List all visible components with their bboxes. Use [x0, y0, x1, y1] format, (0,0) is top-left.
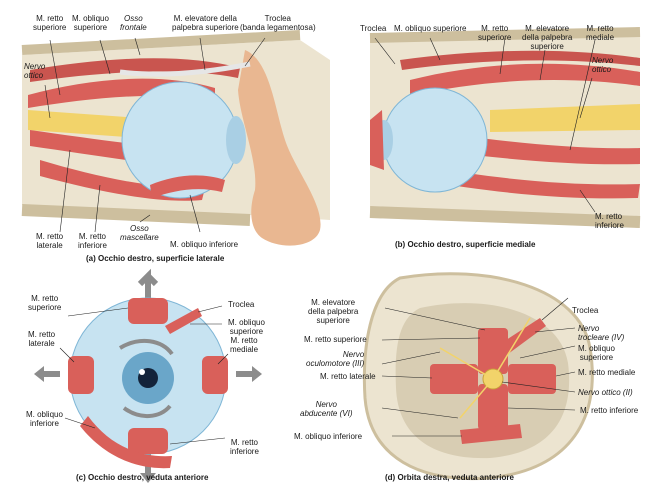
label-optic-nerve: Nervo ottico (II) — [578, 388, 633, 397]
label-medial-rectus: M. retto mediale — [578, 368, 636, 377]
label-lateral-rectus: M. retto laterale — [36, 232, 64, 250]
label-inferior-oblique: M. obliquo inferiore — [294, 432, 363, 441]
label-inferior-rectus: M. retto inferiore — [580, 406, 639, 415]
panel-c-illustration — [34, 268, 262, 483]
rotation-arrow — [122, 404, 172, 418]
caption-a: (a) Occhio destro, superficie laterale — [86, 254, 225, 263]
label-superior-rectus: M. retto superiore — [478, 24, 512, 42]
label-medial-rectus: M. retto mediale — [586, 24, 615, 42]
panel-a-illustration — [21, 30, 330, 246]
label-inferior-oblique: M. obliquo inferiore — [170, 240, 239, 249]
panel-b-illustration — [369, 27, 641, 228]
caption-c: (c) Occhio destro, veduta anteriore — [76, 473, 209, 482]
label-superior-oblique: M. obliquo superiore — [72, 14, 109, 32]
label-trochlea: Troclea — [228, 300, 255, 309]
label-lateral-rectus: M. retto laterale — [320, 372, 376, 381]
inferior-rectus-muscle — [478, 384, 508, 430]
label-trochlea: Troclea — [572, 306, 599, 315]
caption-d: (d) Orbita destra, veduta anteriore — [385, 473, 514, 482]
panel-c-anterior-view: M. retto superiore Troclea M. obliquo su… — [0, 268, 290, 487]
nerve-branches — [439, 317, 531, 419]
optic-nerve — [28, 110, 140, 138]
label-levator: M. elevatore della palpebra superiore — [522, 24, 573, 51]
label-optic-nerve: Nervo ottico — [592, 56, 614, 74]
label-superior-rectus: M. retto superiore — [304, 335, 367, 344]
lateral-rectus-muscle — [430, 364, 478, 394]
label-inferior-rectus: M. retto inferiore — [595, 212, 624, 230]
panel-b-medial-view: Troclea M. obliquo superiore M. retto su… — [340, 0, 655, 268]
label-inferior-rectus: M. retto inferiore — [78, 232, 107, 250]
label-lateral-rectus: M. retto laterale — [28, 330, 56, 348]
optic-nerve — [490, 104, 640, 132]
levator-muscle — [30, 58, 240, 82]
lateral-rectus-muscle — [68, 356, 94, 394]
medial-rectus-muscle — [202, 356, 228, 394]
label-superior-oblique: M. obliquo superiore — [394, 24, 467, 33]
medial-rectus-muscle — [508, 364, 556, 394]
inferior-oblique-muscle — [150, 175, 225, 198]
label-superior-rectus: M. retto superiore — [33, 14, 67, 32]
cornea — [226, 116, 246, 164]
label-inferior-rectus: M. retto inferiore — [230, 438, 259, 456]
inferior-oblique-muscle — [80, 416, 172, 469]
superior-oblique-muscle — [400, 50, 640, 70]
superior-oblique-muscle — [500, 318, 546, 354]
label-superior-oblique: M. obliquo superiore — [228, 318, 265, 336]
superior-rectus-muscle — [410, 63, 640, 96]
label-maxillary-bone: Osso mascellare — [120, 224, 159, 242]
label-optic-nerve: Nervo ottico — [24, 62, 46, 80]
eyeball — [382, 87, 488, 193]
label-trochlear-nerve: Nervo trocleare (IV) — [578, 324, 625, 342]
label-oculomotor-nerve: Nervo oculomotore (III) — [306, 350, 365, 368]
orbit-cavity — [395, 303, 570, 459]
panel-d-orbit-anterior: M. elevatore della palpebra superiore Tr… — [290, 268, 655, 487]
caption-b: (b) Occhio destro, superficie mediale — [395, 240, 536, 249]
label-frontal-bone: Osso frontale — [120, 14, 147, 32]
label-inferior-oblique: M. obliquo inferiore — [26, 410, 63, 428]
label-trochlea: Troclea (banda legamentosa) — [240, 14, 316, 32]
label-trochlea: Troclea — [360, 24, 387, 33]
superior-oblique-muscle — [165, 308, 202, 334]
panel-d-illustration — [362, 272, 594, 481]
superior-rectus-muscle — [478, 328, 508, 374]
label-levator: M. elevatore della palpebra superiore — [308, 298, 359, 325]
label-levator: M. elevatore della palpebra superiore — [172, 14, 239, 32]
label-medial-rectus: M. retto mediale — [230, 336, 259, 354]
eyelid-muscle — [370, 110, 384, 170]
inferior-oblique-muscle — [460, 424, 522, 444]
inferior-rectus-muscle — [128, 428, 168, 454]
label-abducens-nerve: Nervo abducente (VI) — [300, 400, 353, 418]
rotation-arrow — [118, 338, 174, 356]
superior-rectus-muscle — [128, 298, 168, 324]
label-superior-oblique: M. obliquo superiore — [578, 344, 615, 362]
nose-skin — [238, 50, 321, 246]
superior-oblique-tendon — [119, 61, 251, 77]
inferior-rectus-muscle — [420, 165, 640, 199]
label-superior-rectus: M. retto superiore — [28, 294, 62, 312]
panel-a-lateral-view: M. retto superiore M. obliquo superiore … — [0, 0, 340, 268]
